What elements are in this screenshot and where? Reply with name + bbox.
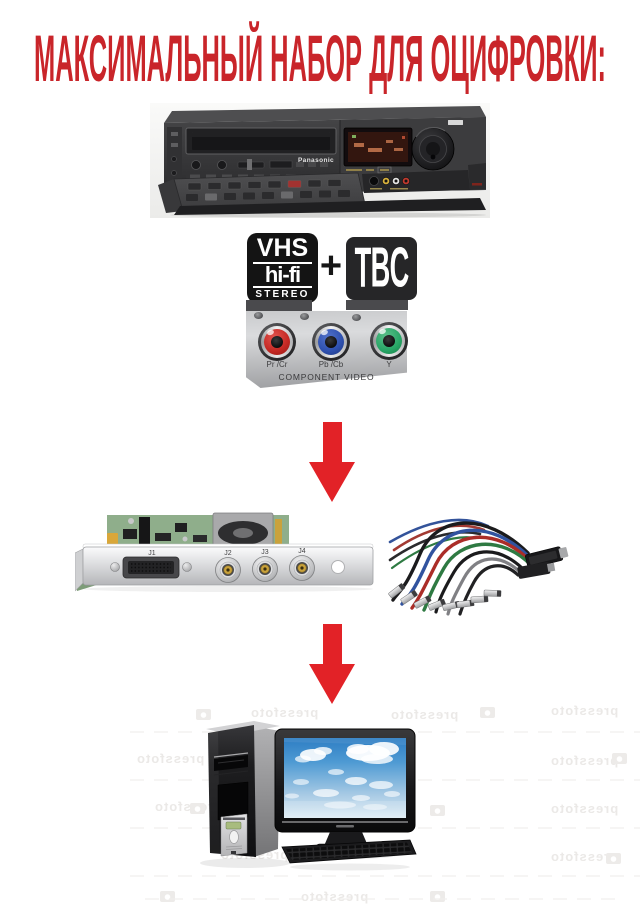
plus-sign: +: [319, 245, 343, 287]
camera-icon: [480, 707, 495, 718]
camera-icon: [196, 709, 211, 720]
jack-label-pr-cr: Pr /Cr: [266, 360, 288, 369]
cropped-connector: [246, 300, 312, 311]
front-lcd: [225, 821, 242, 830]
s-video-jack: [369, 176, 379, 186]
vcr-unit: Panasonic: [158, 106, 486, 218]
cassette-door: [185, 127, 337, 155]
hifi-label: hi-fi: [264, 262, 301, 287]
vcr-display: [343, 127, 413, 167]
optical-drive: [214, 755, 248, 771]
tbc-label: TBC: [354, 236, 410, 300]
monitor-screen: [284, 738, 406, 818]
camera-icon: [430, 805, 445, 816]
vcr-knob-row: [191, 159, 328, 170]
clouds: [285, 742, 400, 810]
bnc-port-j2: [215, 557, 241, 583]
card-shadow: [83, 586, 373, 592]
cropped-connector: [346, 300, 408, 310]
screw-icon: [254, 312, 263, 319]
camera-icon: [190, 803, 205, 814]
bnc-connectors: [388, 583, 502, 611]
down-arrow-shape: [309, 624, 355, 704]
tower-shadow: [200, 858, 290, 868]
cooling-fan: [212, 512, 274, 554]
drive-bay: [217, 781, 249, 821]
av-jacks: [362, 163, 486, 193]
jack-label-pb-cb: Pb /Cb: [318, 360, 344, 369]
camera-icon: [612, 753, 627, 764]
monitor: [274, 728, 416, 853]
bnc-port-j4: [289, 555, 315, 581]
front-panel: [220, 813, 248, 857]
component-video-caption: COMPONENT VIDEO: [278, 372, 375, 382]
tower-side: [252, 726, 280, 857]
cable-bundle: [388, 518, 533, 616]
vcr-top-face: [164, 106, 486, 123]
watermark-dashes: [145, 898, 625, 900]
vhs-label: VHS: [256, 234, 309, 262]
bnc-port-j3: [252, 556, 278, 582]
keyboard: [281, 839, 417, 871]
vcr-left-controls: [167, 127, 182, 190]
rca-jack-pb-cb: [312, 323, 350, 361]
capture-card-photo: J1 J2 J3 J4: [75, 512, 374, 592]
down-arrow-1: [309, 422, 355, 502]
title-banner: МАКСИМАЛЬНЫЙ НАБОР ДЛЯ ОЦИФРОВКИ:: [34, 20, 606, 95]
tbc-badge: TBC: [346, 237, 417, 300]
keyboard-shadow: [290, 863, 410, 871]
dsub-connector: [517, 546, 569, 579]
rca-jack-y: [370, 322, 408, 360]
screw-icon: [352, 314, 361, 321]
page-title: МАКСИМАЛЬНЫЙ НАБОР ДЛЯ ОЦИФРОВКИ:: [34, 20, 606, 95]
component-video-panel: Pr /Cr Pb /Cb Y COMPONENT VIDEO: [246, 298, 408, 395]
breakout-cable-photo: [388, 518, 569, 616]
desktop-computer: [200, 721, 417, 871]
camera-icon: [430, 891, 445, 902]
jog-dial: [411, 127, 455, 171]
vcr-base: [174, 198, 486, 215]
vcr-photo: Panasonic: [150, 103, 490, 218]
port-label-j1: J1: [148, 550, 156, 557]
rca-jack-pr-cr: [258, 323, 296, 361]
jack-label-y: Y: [386, 360, 392, 369]
dvi-port: [110, 556, 192, 579]
divider: [253, 262, 312, 264]
record-button: [287, 180, 302, 188]
camera-icon: [160, 891, 175, 902]
bracket-hole: [331, 560, 345, 574]
screw-icon: [300, 313, 309, 320]
vhs-hifi-stereo-badge: VHS hi-fi STEREO: [247, 233, 318, 303]
watermark-dashes: [130, 875, 640, 877]
down-arrow-shape: [309, 422, 355, 502]
vcr-brand-label: Panasonic: [298, 157, 334, 164]
gold-pins: [275, 519, 282, 549]
port-label-j4: J4: [298, 548, 306, 555]
tower-case: [206, 721, 280, 857]
top-right-label: [448, 120, 463, 125]
stereo-label: STEREO: [255, 289, 310, 300]
computer-photo: pressfoto pressfoto pressfoto pressfoto …: [130, 693, 640, 905]
divider: [253, 286, 312, 288]
camera-icon: [606, 853, 621, 864]
port-label-j3: J3: [261, 549, 269, 556]
port-label-j2: J2: [224, 550, 232, 557]
down-arrow-2: [309, 624, 355, 704]
monitor-logo: [336, 825, 354, 828]
keyboard-keys: [286, 842, 412, 860]
vcr-flip-panel: [158, 172, 366, 213]
power-button: [229, 830, 239, 844]
